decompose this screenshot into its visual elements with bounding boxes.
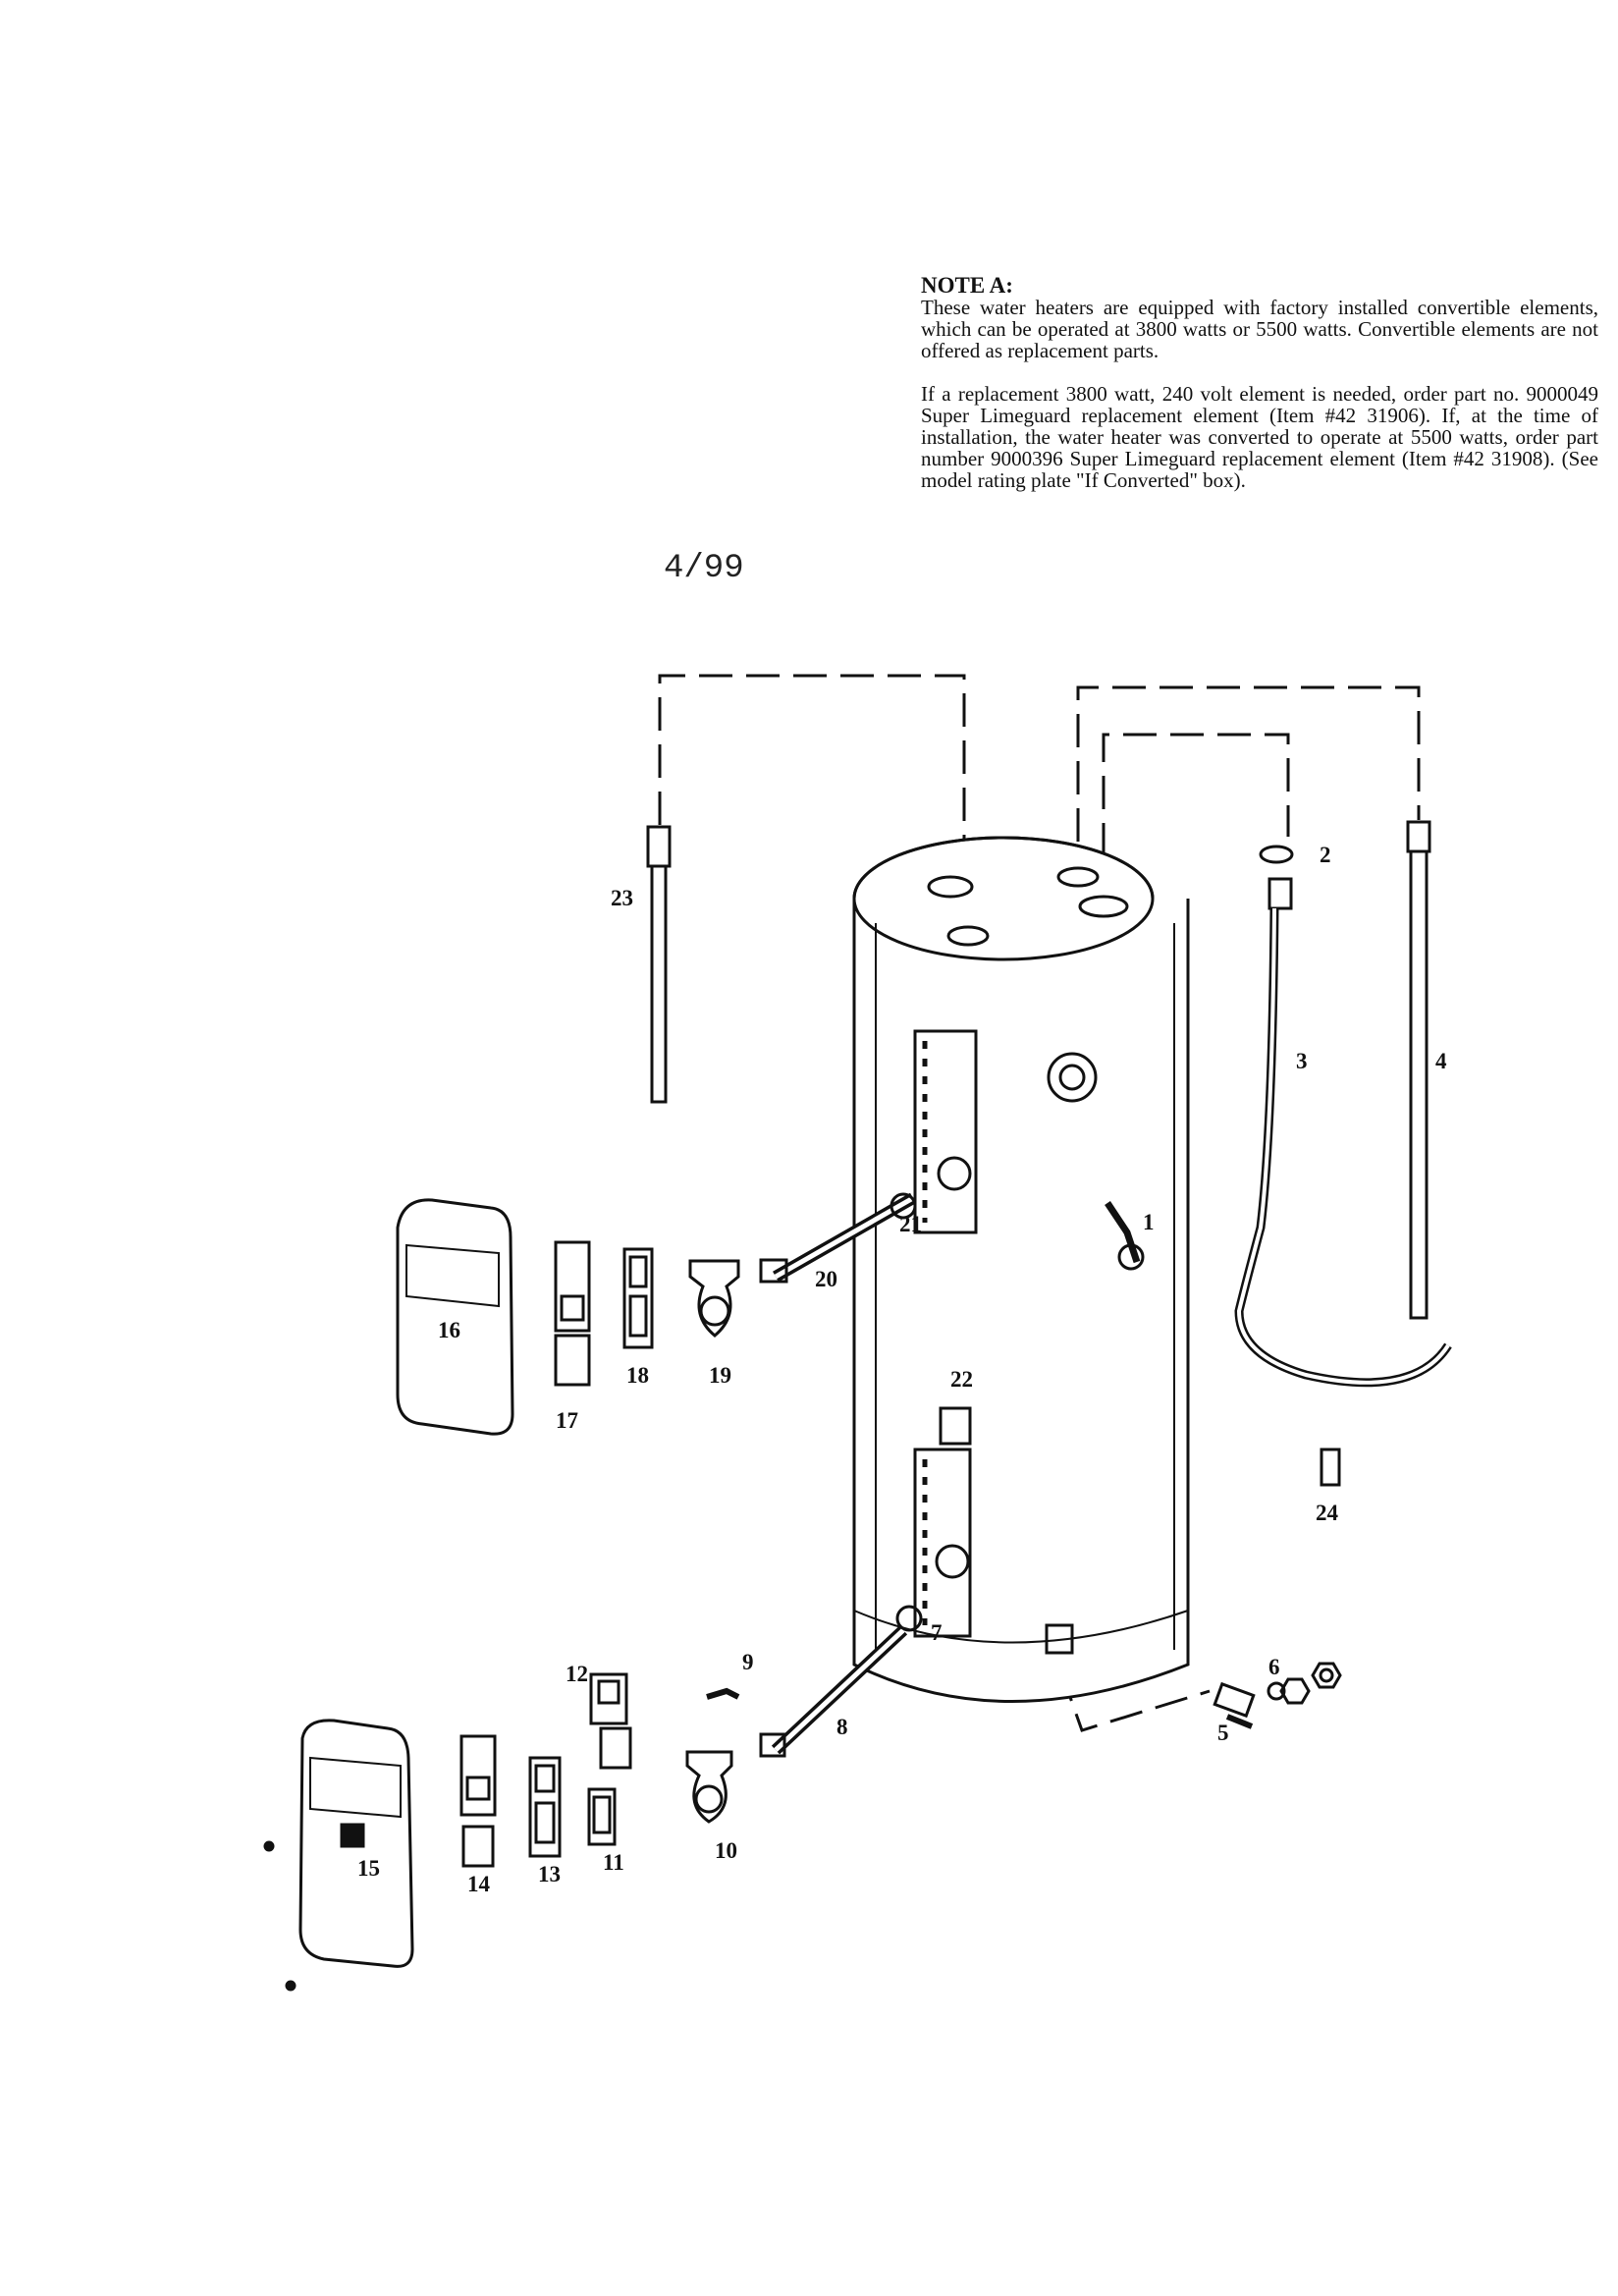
- part-1-relief-valve: [1105, 1201, 1145, 1271]
- part-20-element: [759, 1192, 916, 1284]
- part-15-cover: [298, 1719, 414, 1968]
- callout-24: 24: [1316, 1501, 1339, 1525]
- leader-anode-top: [658, 674, 966, 869]
- callout-2: 2: [1320, 843, 1331, 867]
- callout-19: 19: [709, 1363, 731, 1388]
- part-17-insulation: [554, 1240, 591, 1387]
- note-paragraph-1: These water heaters are equipped with fa…: [921, 296, 1598, 362]
- callout-1: 1: [1143, 1210, 1155, 1234]
- screw: [285, 1980, 297, 1992]
- callout-21: 21: [899, 1212, 922, 1236]
- note-paragraph-2: If a replacement 3800 watt, 240 volt ele…: [921, 382, 1598, 492]
- leader-outer-top: [1076, 685, 1421, 889]
- part-13-thermostat: [528, 1756, 562, 1858]
- part-9-clip: [706, 1687, 740, 1700]
- part-12-bracket: [589, 1672, 632, 1770]
- callout-23: 23: [611, 886, 633, 910]
- callout-22: 22: [950, 1367, 973, 1392]
- part-4-rod: [1406, 820, 1431, 1320]
- callout-16: 16: [438, 1318, 460, 1342]
- part-7-gasket: [895, 1605, 923, 1632]
- part-18-thermostat: [622, 1247, 654, 1349]
- part-23-anode: [646, 825, 672, 1104]
- callout-labels: 1 2 3 4 5 6 7 8 9 10 11 12 13 14 15 16 1…: [357, 843, 1447, 1896]
- callout-13: 13: [538, 1862, 561, 1886]
- callout-15: 15: [357, 1856, 380, 1881]
- part-21-gasket: [890, 1192, 917, 1220]
- callout-14: 14: [467, 1872, 491, 1896]
- callout-12: 12: [566, 1662, 588, 1686]
- callout-4: 4: [1435, 1049, 1447, 1073]
- part-10-clip: [685, 1750, 733, 1824]
- tank: [852, 836, 1190, 1703]
- callout-18: 18: [626, 1363, 649, 1388]
- callout-3: 3: [1296, 1049, 1308, 1073]
- screw: [263, 1840, 275, 1852]
- part-14-insulation: [459, 1734, 497, 1868]
- callout-10: 10: [715, 1838, 737, 1863]
- callout-6: 6: [1268, 1655, 1280, 1679]
- callout-8: 8: [836, 1715, 848, 1739]
- part-16-cover: [396, 1198, 514, 1436]
- part-19-clip: [688, 1259, 740, 1338]
- callout-17: 17: [556, 1408, 578, 1433]
- note-a: NOTE A: These water heaters are equipped…: [921, 273, 1598, 513]
- callout-5: 5: [1217, 1721, 1229, 1745]
- leader-inner-top: [1102, 733, 1290, 903]
- callout-9: 9: [742, 1650, 754, 1674]
- part-24-nipple: [1320, 1448, 1341, 1487]
- part-8-element: [759, 1625, 908, 1758]
- part-11-thermostat: [587, 1787, 617, 1846]
- part-2-gasket: [1259, 845, 1294, 864]
- callout-7: 7: [931, 1620, 943, 1645]
- revision-date: 4/99: [664, 550, 744, 587]
- part-3-dip-tube: [1234, 877, 1452, 1388]
- callout-11: 11: [603, 1850, 624, 1875]
- part-5-drain-valve: [1213, 1681, 1256, 1729]
- callout-20: 20: [815, 1267, 837, 1291]
- note-heading: NOTE A:: [921, 273, 1013, 298]
- part-6-fittings: [1267, 1662, 1342, 1705]
